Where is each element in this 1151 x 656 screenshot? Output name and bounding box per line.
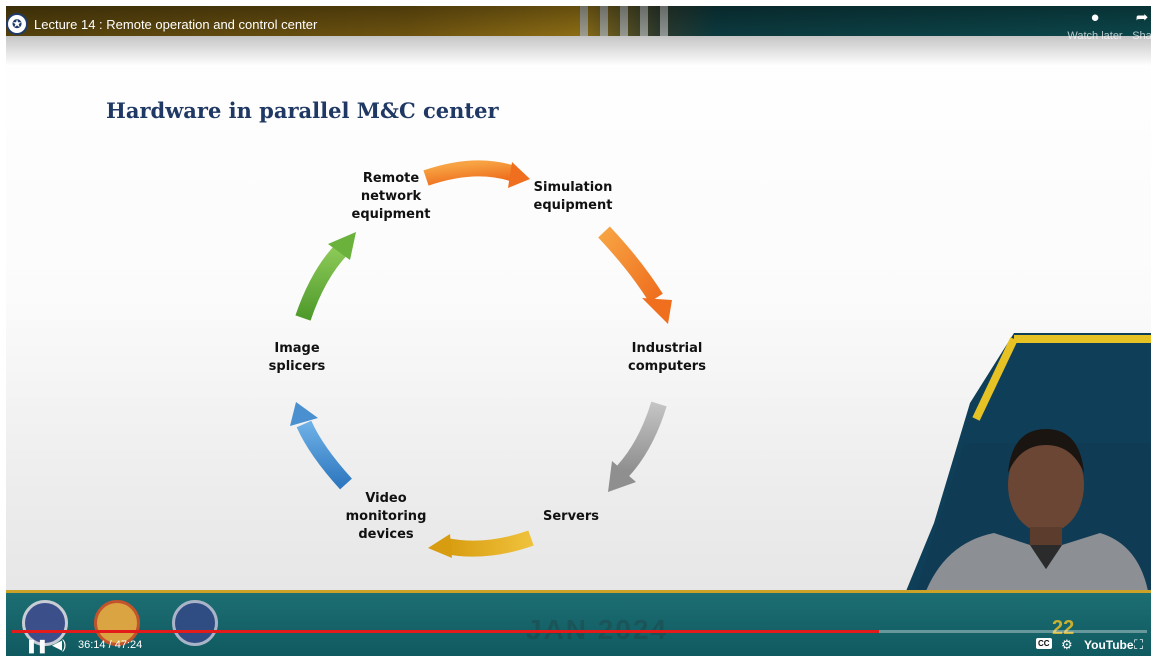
node-servers: Servers	[542, 509, 600, 524]
slide-header-band	[6, 6, 1151, 36]
volume-icon[interactable]: ◀)	[52, 637, 67, 652]
arrow-remote-to-simulation	[423, 160, 517, 186]
youtube-logo[interactable]: YouTube	[1084, 638, 1134, 652]
cycle-diagram	[290, 160, 672, 558]
arrowhead-left-lower	[290, 402, 318, 426]
ministry-logo-icon	[172, 600, 218, 646]
badge-number: 22	[1052, 617, 1075, 639]
progress-bar[interactable]	[12, 630, 1147, 633]
arrow-servers-to-video	[444, 530, 534, 557]
watch-later-button[interactable]: ● Watch later	[1065, 9, 1125, 43]
share-button[interactable]: ➦ Sha	[1112, 9, 1151, 43]
watermark-text: JAN 2024	[526, 614, 669, 645]
video-title[interactable]: Lecture 14 : Remote operation and contro…	[34, 17, 318, 32]
nptel-logo-icon	[94, 600, 140, 646]
arrowhead-right-upper	[642, 298, 672, 324]
exit-fullscreen-icon[interactable]: ⛶	[1134, 637, 1144, 652]
node-video-monitoring-devices: Video monitoring devices	[345, 491, 427, 542]
arrow-simulation-to-industrial	[598, 226, 663, 303]
node-industrial-computers: Industrial computers	[628, 341, 706, 374]
arrowhead-bottom	[428, 534, 452, 558]
captions-icon[interactable]: CC	[1036, 638, 1052, 649]
node-image-splicers: Image splicers	[268, 341, 326, 374]
arrowhead-right-lower	[608, 461, 636, 492]
progress-played	[12, 630, 880, 633]
player-top-overlay	[6, 6, 1151, 66]
arrow-video-to-image	[296, 420, 352, 490]
arrowhead-top	[508, 162, 530, 188]
node-simulation-equipment: Simulation equipment	[533, 180, 613, 213]
player-controls: ❚❚ ◀) 36:14 / 47:24 CC ⚙ YouTube ⛶	[6, 636, 1151, 656]
arrow-industrial-to-servers	[616, 401, 667, 477]
pause-icon[interactable]: ❚❚	[26, 638, 48, 653]
slide-frame: Hardware in parallel M&C center	[6, 6, 1151, 656]
institute-logo-icon	[22, 600, 68, 646]
slide-title: Hardware in parallel M&C center	[106, 98, 499, 123]
settings-icon[interactable]: ⚙	[1061, 637, 1073, 652]
channel-logo-icon[interactable]: ✪	[6, 13, 28, 35]
time-display: 36:14 / 47:24	[78, 639, 143, 651]
presenter-video	[904, 333, 1151, 596]
clock-icon: ●	[1090, 9, 1100, 26]
arrow-image-to-remote	[295, 243, 348, 321]
arrowhead-left-upper	[328, 232, 356, 260]
node-remote-network-equipment: Remote network equipment	[351, 171, 431, 222]
slide-footer-band: JAN 2024	[6, 590, 1151, 656]
share-icon: ➦	[1135, 9, 1149, 26]
